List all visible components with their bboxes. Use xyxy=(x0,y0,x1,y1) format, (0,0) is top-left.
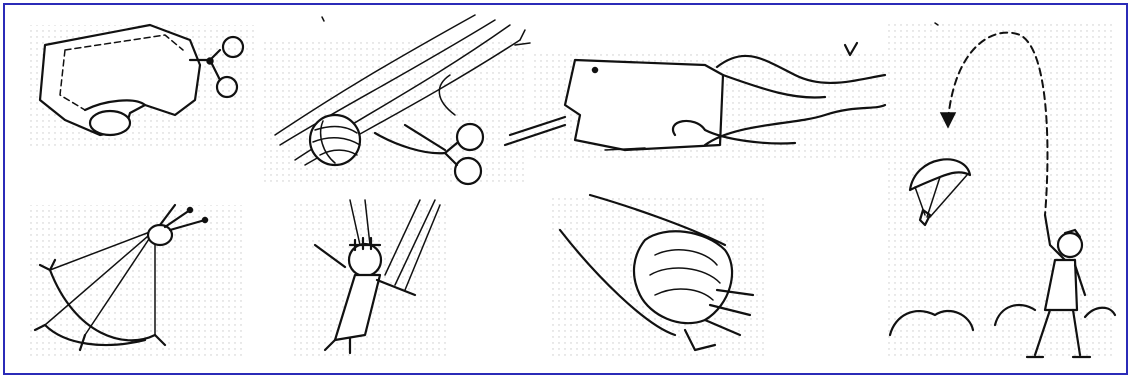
throwing-parachute-icon xyxy=(885,20,1115,360)
tied-canopy-knot-icon xyxy=(27,205,242,360)
yarn-strings-scissors-icon xyxy=(263,15,530,185)
doll-hanging-icon xyxy=(290,200,450,360)
plastic-bag-scissors-icon xyxy=(27,25,255,150)
folded-parachute-in-hand-icon xyxy=(550,195,765,360)
bag-with-strings-icon xyxy=(505,43,885,160)
scan-marks xyxy=(322,17,938,25)
illustration-frame xyxy=(3,3,1128,375)
parachute-instructions-illustration xyxy=(5,5,1130,377)
